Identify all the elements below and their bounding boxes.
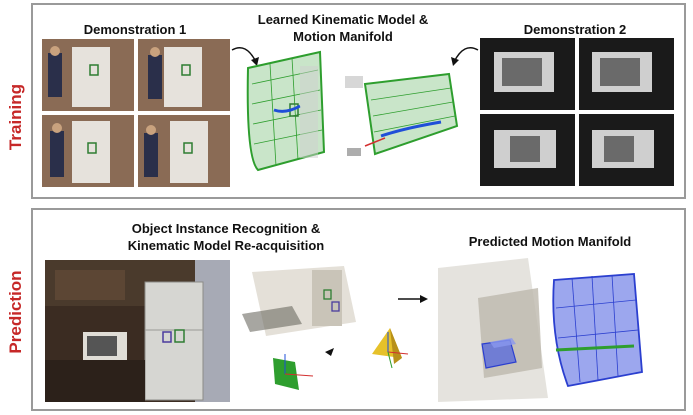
model-title: Learned Kinematic Model & Motion Manifol… [238,11,448,45]
learned-model-image-2 [345,66,465,162]
curved-arrow-left-icon [231,47,259,66]
predicted-manifold-image [438,258,658,402]
demo2-title: Demonstration 2 [523,22,627,37]
demo1-frame-2 [138,39,230,111]
curved-arrow-right-icon [451,47,479,66]
recognition-title-line2: Kinematic Model Re-acquisition [127,238,325,253]
pointcloud-reacquisition [232,262,360,340]
demo2-frame-1 [480,38,575,110]
model-title-line1: Learned Kinematic Model & [257,12,429,27]
demo1-frame-4 [138,115,230,187]
recognition-title-line1: Object Instance Recognition & [131,221,321,236]
small-arrowhead-icon [325,348,334,356]
demo2-frame-4 [579,114,674,186]
prediction-label: Prediction [6,270,25,354]
training-label: Training [6,83,25,151]
demo2-image-grid [480,38,674,186]
demo1-title: Demonstration 1 [83,22,187,37]
recognition-title: Object Instance Recognition & Kinematic … [96,220,356,254]
right-arrow-icon [398,295,428,303]
yellow-cone-axis-icon [372,328,409,369]
model-title-line2: Motion Manifold [293,29,393,44]
demo2-frame-2 [579,38,674,110]
demo1-frame-1 [42,39,134,111]
demo2-frame-3 [480,114,575,186]
demo1-frame-3 [42,115,134,187]
manifold-title: Predicted Motion Manifold [468,234,632,249]
kitchen-photo [45,260,230,402]
green-plane-axis-icon [273,354,314,390]
learned-model-image-1 [240,48,332,174]
demo1-image-grid [42,39,230,187]
